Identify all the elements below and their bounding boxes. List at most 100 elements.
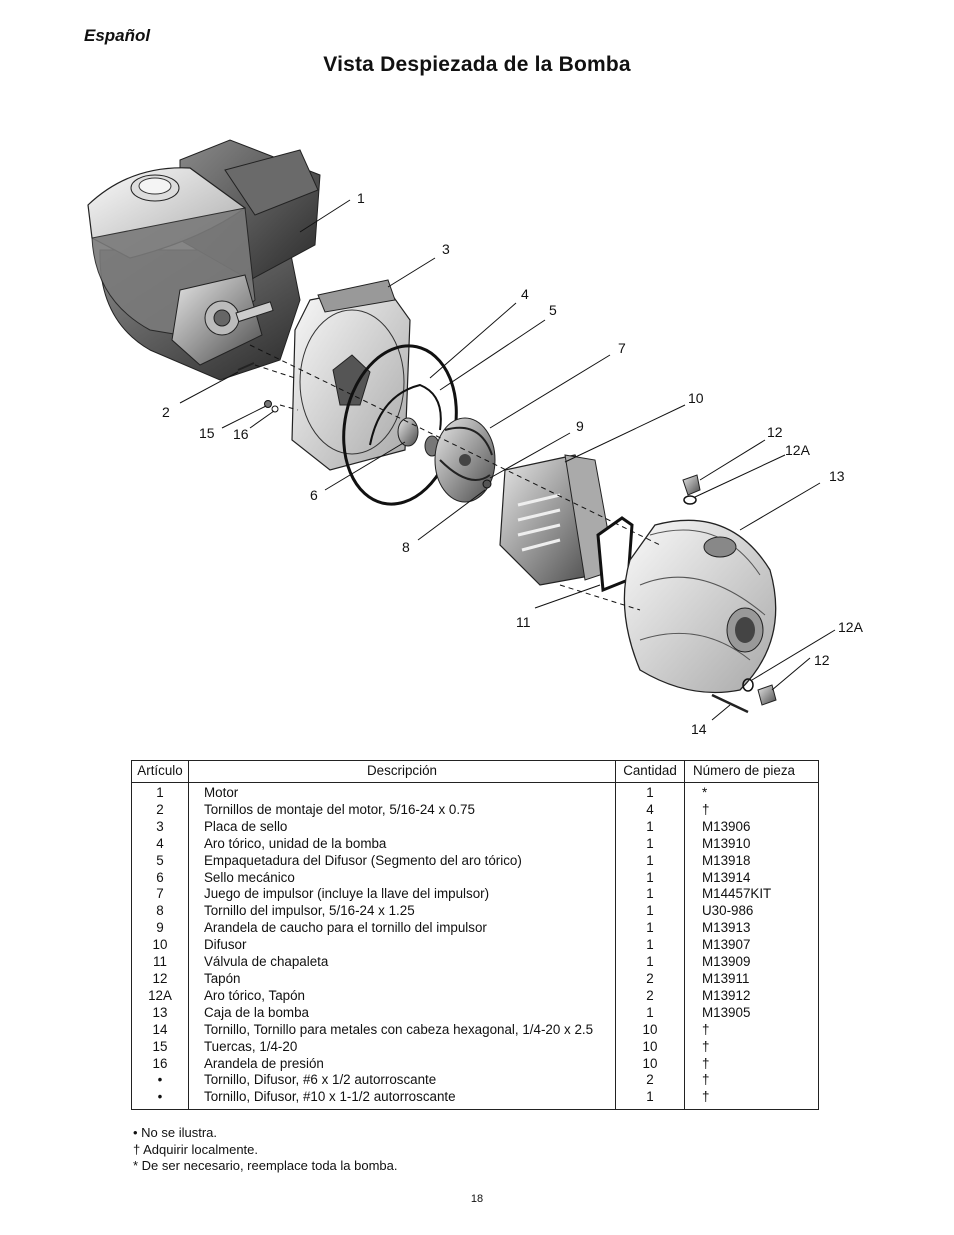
item-number: 8 [131,903,189,921]
item-quantity: 10 [615,1038,685,1056]
item-number: 12 [131,970,189,988]
callout-3: 3 [442,241,450,257]
item-description: Tornillos de montaje del motor, 5/16-24 … [188,801,616,819]
item-part-number: M14457KIT [684,886,819,904]
callout-7: 7 [618,340,626,356]
item-quantity: 1 [615,954,685,971]
item-part-number: † [684,801,819,819]
callout-13: 13 [829,468,845,484]
item-description: Tuercas, 1/4-20 [188,1038,616,1056]
seal-plate [291,279,411,471]
item-description: Sello mecánico [188,869,616,887]
language-label: Español [84,26,151,45]
item-description: Válvula de chapaleta [188,954,616,971]
callout-15: 15 [199,425,215,441]
plug-top [682,474,701,496]
item-quantity: 2 [615,1072,685,1090]
callout-8: 8 [402,539,410,555]
item-part-number: * [684,782,819,802]
page-number: 18 [470,1193,484,1205]
column-header-item: Artículo [131,760,189,783]
item-number: 15 [131,1038,189,1056]
item-quantity: 10 [615,1021,685,1039]
item-part-number: † [684,1072,819,1090]
page-title: Vista Despiezada de la Bomba [323,53,631,76]
plug-o-ring-top [683,495,697,505]
item-number: 5 [131,852,189,870]
item-quantity: 1 [615,920,685,938]
item-number: 4 [131,835,189,853]
item-description: Aro tórico, Tapón [188,987,616,1005]
plug-bottom [757,684,777,706]
item-quantity: 10 [615,1055,685,1073]
parts-table: Artículo Descripción Cantidad Número de … [131,760,819,1111]
item-part-number: † [684,1038,819,1056]
callout-12-top: 12 [767,424,783,440]
item-description: Placa de sello [188,818,616,836]
item-description: Arandela de caucho para el tornillo del … [188,920,616,938]
table-header-row: Artículo Descripción Cantidad Número de … [131,760,819,783]
pump-housing [623,519,777,694]
item-number: 14 [131,1021,189,1039]
item-number: 1 [131,782,189,802]
item-number: 7 [131,886,189,904]
hex-bolt [711,693,749,714]
item-quantity: 1 [615,886,685,904]
item-number: 3 [131,818,189,836]
item-part-number: M13909 [684,954,819,971]
item-description: Arandela de presión [188,1055,616,1073]
callout-4: 4 [521,286,529,302]
item-quantity: 2 [615,987,685,1005]
item-description: Caja de la bomba [188,1004,616,1022]
item-part-number: † [684,1089,819,1111]
item-quantity: 1 [615,1004,685,1022]
callout-12a-bottom: 12A [838,619,864,635]
diffuser [499,454,616,586]
item-description: Difusor [188,937,616,955]
item-part-number: M13912 [684,987,819,1005]
item-part-number: U30-986 [684,903,819,921]
item-description: Tornillo, Tornillo para metales con cabe… [188,1021,616,1039]
table-row: •Tornillo, Difusor, #10 x 1-1/2 autorros… [131,1089,819,1111]
flapper-valve [596,516,634,593]
assembly-axis-lines [249,344,661,611]
item-part-number: M13911 [684,970,819,988]
callout-11: 11 [516,614,531,630]
item-number: 12A [131,987,189,1005]
callout-12-bottom: 12 [814,652,830,668]
item-quantity: 1 [615,937,685,955]
item-part-number: M13905 [684,1004,819,1022]
item-quantity: 2 [615,970,685,988]
callout-16: 16 [233,426,249,442]
item-number: 16 [131,1055,189,1073]
item-part-number: M13907 [684,937,819,955]
table-row: •Tornillo, Difusor, #6 x 1/2 autorroscan… [131,1072,819,1090]
item-part-number: † [684,1055,819,1073]
footnote-buy-locally: † Adquirir localmente. [133,1141,259,1157]
item-part-number: M13913 [684,920,819,938]
item-part-number: M13914 [684,869,819,887]
item-quantity: 1 [615,903,685,921]
item-part-number: M13918 [684,852,819,870]
item-description: Tapón [188,970,616,988]
diffuser-gasket [369,383,442,446]
callout-9: 9 [576,418,584,434]
item-description: Tornillo, Difusor, #10 x 1-1/2 autorrosc… [188,1089,616,1111]
footnotes: • No se ilustra. † Adquirir localmente. … [133,1125,397,1175]
item-number: • [131,1089,189,1111]
item-number: • [131,1072,189,1090]
